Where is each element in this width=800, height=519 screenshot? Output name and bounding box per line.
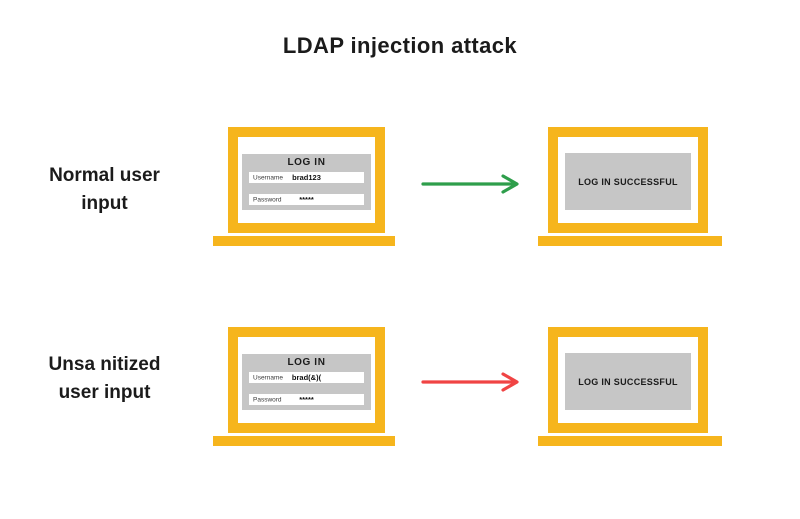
row-label-line-2: input <box>81 193 128 214</box>
username-value: brad(&)( <box>291 373 322 382</box>
row-label-normal-input: Normal user input <box>12 162 197 218</box>
laptop-base <box>213 236 395 246</box>
laptop-base <box>538 236 722 246</box>
username-value: brad123 <box>292 173 321 182</box>
result-text: LOG IN SUCCESSFUL <box>578 176 678 187</box>
username-field: Username brad123 <box>249 172 364 183</box>
login-heading: LOG IN <box>287 157 326 168</box>
laptop-input-unsanitized: LOG IN Username brad(&)( Password ***** <box>228 327 385 433</box>
password-field: Password ***** <box>249 194 364 205</box>
password-value: ***** <box>299 395 314 404</box>
row-label-line-1: Unsa nitized <box>48 354 161 375</box>
username-label: Username <box>253 374 283 381</box>
login-panel: LOG IN Username brad(&)( Password ***** <box>242 354 371 410</box>
password-field: Password ***** <box>249 394 364 405</box>
red-arrow-icon <box>421 372 519 392</box>
password-value: ***** <box>299 195 314 204</box>
laptop-base <box>213 436 395 446</box>
login-panel: LOG IN Username brad123 Password ***** <box>242 154 371 210</box>
green-arrow-icon <box>421 174 519 194</box>
result-text: LOG IN SUCCESSFUL <box>578 376 678 387</box>
laptop-base <box>538 436 722 446</box>
password-label: Password <box>253 196 282 203</box>
username-label: Username <box>253 174 283 181</box>
row-label-line-2: user input <box>58 382 151 403</box>
username-field: Username brad(&)( <box>249 372 364 383</box>
row-label-line-1: Normal user <box>49 165 160 186</box>
result-screen: LOG IN SUCCESSFUL <box>565 353 691 410</box>
row-label-unsanitized-input: Unsa nitized user input <box>12 351 197 407</box>
laptop-input-normal: LOG IN Username brad123 Password ***** <box>228 127 385 233</box>
password-label: Password <box>253 396 282 403</box>
page-title: LDAP injection attack <box>282 33 518 58</box>
laptop-result-unsanitized: LOG IN SUCCESSFUL <box>548 327 708 433</box>
result-screen: LOG IN SUCCESSFUL <box>565 153 691 210</box>
laptop-result-normal: LOG IN SUCCESSFUL <box>548 127 708 233</box>
login-heading: LOG IN <box>287 357 326 368</box>
